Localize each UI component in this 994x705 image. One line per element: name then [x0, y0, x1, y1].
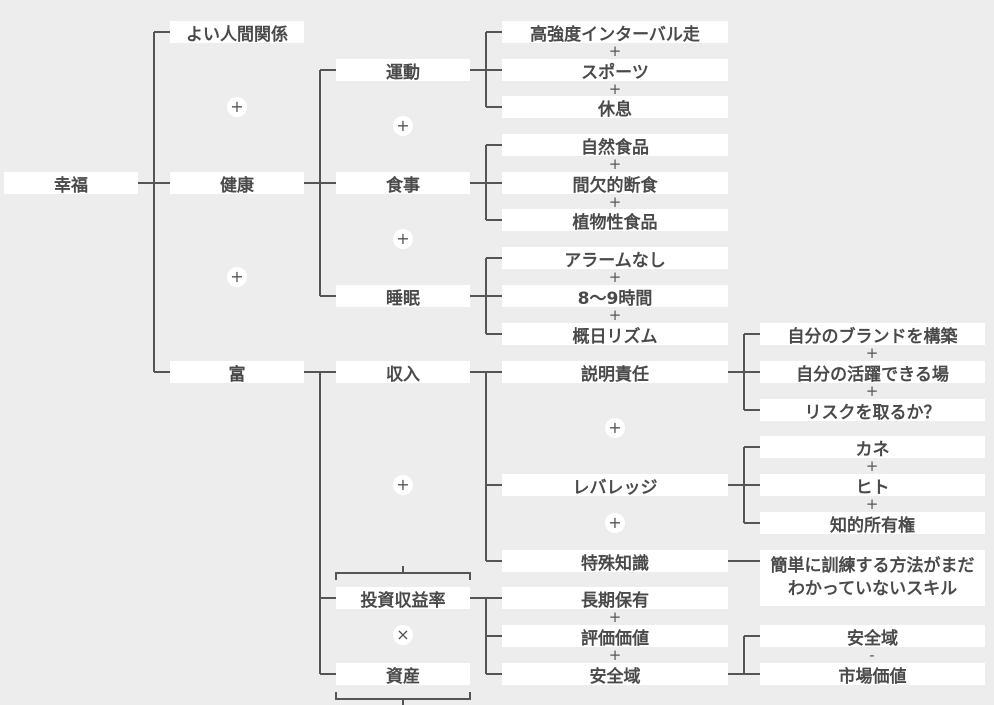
node-plant-food[interactable]: 植物性食品 [502, 209, 728, 233]
link-exercise [470, 31, 502, 108]
node-diet[interactable]: 食事 [336, 172, 470, 196]
link-health [304, 69, 336, 297]
node-skill-note[interactable]: 簡単に訓練する方法がまだわかっていないスキル [760, 550, 985, 606]
node-relationships[interactable]: よい人間関係 [170, 21, 304, 45]
node-circadian[interactable]: 概日リズム [502, 323, 728, 347]
plus-operator: + [227, 267, 247, 287]
node-take-risk[interactable]: リスクを取るか？ [760, 399, 985, 423]
node-ip[interactable]: 知的所有権 [760, 512, 985, 536]
node-exercise[interactable]: 運動 [336, 59, 470, 83]
plus-operator: + [865, 457, 879, 475]
plus-operator: + [608, 80, 622, 98]
node-money[interactable]: カネ [760, 436, 985, 460]
node-rest[interactable]: 休息 [502, 96, 728, 120]
node-hiit[interactable]: 高強度インターバル走 [502, 21, 728, 45]
node-specific-knowledge[interactable]: 特殊知識 [502, 550, 728, 574]
plus-operator: + [608, 155, 622, 173]
link-diet [470, 144, 502, 221]
times-operator: × [393, 625, 413, 645]
link-roi [470, 597, 502, 675]
plus-operator: + [608, 608, 622, 626]
link-safety-margin [728, 635, 760, 675]
node-roi[interactable]: 投資収益率 [336, 587, 470, 611]
link-wealth [304, 371, 336, 675]
node-assets[interactable]: 資産 [336, 663, 470, 687]
node-natural-food[interactable]: 自然食品 [502, 134, 728, 158]
node-fasting[interactable]: 間欠的断食 [502, 172, 728, 196]
node-happiness[interactable]: 幸福 [4, 172, 138, 196]
plus-operator: + [608, 646, 622, 664]
link-sleep [470, 257, 502, 335]
plus-operator: + [608, 306, 622, 324]
plus-operator: + [393, 116, 413, 136]
node-own-arena[interactable]: 自分の活躍できる場 [760, 361, 985, 385]
node-market-value[interactable]: 市場価値 [760, 663, 985, 687]
plus-operator: + [393, 229, 413, 249]
plus-operator: + [393, 475, 413, 495]
plus-operator: + [865, 382, 879, 400]
node-sports[interactable]: スポーツ [502, 59, 728, 83]
node-hours[interactable]: 8〜9時間 [502, 285, 728, 309]
plus-operator: + [605, 418, 625, 438]
multiply-bracket [335, 566, 471, 705]
node-health[interactable]: 健康 [170, 172, 304, 196]
link-accountability [728, 333, 760, 411]
node-valuation[interactable]: 評価価値 [502, 625, 728, 649]
link-happiness [138, 31, 170, 373]
link-leverage [728, 446, 760, 524]
node-safety-margin-2[interactable]: 安全域 [760, 625, 985, 649]
plus-operator: + [865, 495, 879, 513]
node-no-alarm[interactable]: アラームなし [502, 247, 728, 271]
node-own-brand[interactable]: 自分のブランドを構築 [760, 323, 985, 347]
plus-operator: + [608, 42, 622, 60]
plus-operator: + [605, 513, 625, 533]
node-wealth[interactable]: 富 [170, 361, 304, 385]
node-accountability[interactable]: 説明責任 [502, 361, 728, 385]
plus-operator: + [608, 268, 622, 286]
plus-operator: + [227, 97, 247, 117]
node-people[interactable]: ヒト [760, 474, 985, 498]
node-safety-margin[interactable]: 安全域 [502, 663, 728, 687]
node-income[interactable]: 収入 [336, 361, 470, 385]
plus-operator: + [608, 193, 622, 211]
minus-operator: - [869, 646, 875, 664]
node-leverage[interactable]: レバレッジ [502, 474, 728, 498]
link-income [470, 371, 502, 562]
plus-operator: + [865, 344, 879, 362]
node-long-term[interactable]: 長期保有 [502, 587, 728, 611]
node-sleep[interactable]: 睡眠 [336, 285, 470, 309]
